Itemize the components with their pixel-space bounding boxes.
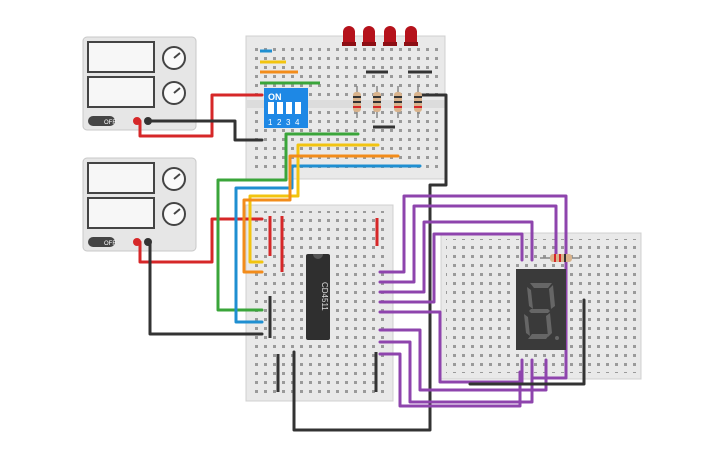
dip-toggle-3[interactable] — [286, 102, 292, 114]
negative-terminal[interactable] — [144, 117, 152, 125]
chip-label: CD4511 — [320, 282, 329, 311]
dip-toggle-2[interactable] — [277, 102, 283, 114]
dip-toggle-4[interactable] — [295, 102, 301, 114]
rail-markers — [260, 49, 432, 392]
resistor-4[interactable] — [414, 86, 422, 118]
resistors — [353, 86, 580, 262]
dip-position-4: 4 — [295, 118, 300, 127]
led-4[interactable] — [404, 26, 418, 46]
power-supply-1[interactable]: OFF — [82, 36, 197, 131]
power-supply-2[interactable]: OFF — [82, 157, 197, 252]
leds — [342, 26, 418, 46]
power-button-label: OFF — [104, 241, 116, 247]
dip-position-1: 1 — [268, 118, 273, 127]
resistor-3[interactable] — [394, 86, 402, 118]
seven-segment-display[interactable] — [516, 269, 566, 350]
wires — [138, 93, 586, 432]
power-button[interactable]: OFF — [88, 116, 116, 126]
dip-switch[interactable]: ON 1 2 3 4 — [264, 88, 308, 128]
dip-position-2: 2 — [277, 118, 282, 127]
led-1[interactable] — [342, 26, 356, 46]
dip-toggle-1[interactable] — [268, 102, 274, 114]
resistor-1[interactable] — [353, 86, 361, 118]
power-button-label: OFF — [104, 120, 116, 126]
power-button[interactable]: OFF — [88, 237, 116, 247]
dip-switch-label: ON — [268, 92, 282, 102]
segments — [524, 283, 559, 340]
resistor-display[interactable] — [540, 254, 580, 262]
resistor-2[interactable] — [373, 86, 381, 118]
led-3[interactable] — [383, 26, 397, 46]
ic-chip[interactable]: CD4511 — [306, 254, 330, 340]
led-2[interactable] — [362, 26, 376, 46]
dip-position-3: 3 — [286, 118, 291, 127]
